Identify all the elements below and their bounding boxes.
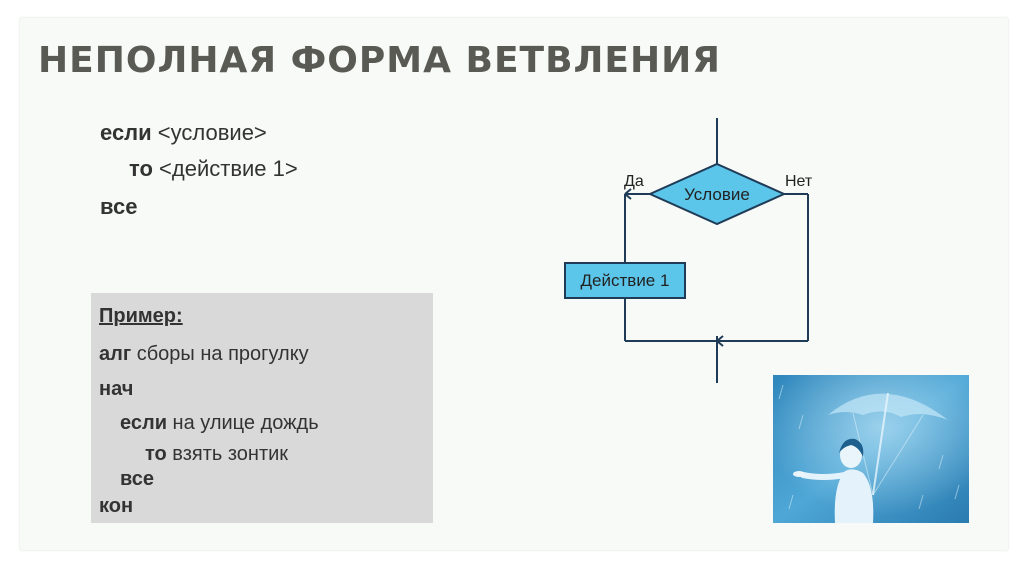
condition-label: Условие (684, 185, 750, 204)
example-text: на улице дождь (166, 412, 319, 434)
example-line-6: кон (99, 495, 133, 518)
syntax-text: <действие 1> (152, 156, 298, 181)
keyword: то (129, 156, 153, 181)
example-heading: Пример: (99, 305, 183, 327)
decision-diamond (647, 162, 787, 226)
no-label: Нет (785, 173, 813, 190)
example-line-3: если на улице дождь (120, 412, 319, 435)
example-line-2: нач (99, 378, 133, 401)
keyword: все (120, 468, 155, 490)
keyword: кон (99, 495, 134, 517)
syntax-line-1: если <условие> (100, 120, 267, 146)
merge-arrow-head (716, 335, 724, 347)
syntax-line-3: все (100, 194, 137, 220)
slide: НЕПОЛНАЯ ФОРМА ВЕТВЛЕНИЯ если <условие> … (20, 18, 1008, 550)
keyword: нач (99, 378, 134, 400)
keyword: если (100, 120, 152, 145)
keyword: алг (99, 343, 132, 365)
action-label: Действие 1 (581, 271, 670, 290)
flowchart: Условие Да Нет Действие 1 (564, 118, 813, 383)
example-box: Пример: алг сборы на прогулку нач если н… (91, 293, 433, 523)
keyword: все (100, 194, 138, 219)
yes-arrow-head (624, 188, 632, 200)
example-line-1: алг сборы на прогулку (99, 343, 309, 366)
slide-title: НЕПОЛНАЯ ФОРМА ВЕТВЛЕНИЯ (38, 40, 722, 81)
example-text: сборы на прогулку (131, 343, 309, 365)
example-text: взять зонтик (166, 443, 289, 465)
example-line-5: все (120, 468, 154, 491)
yes-label: Да (624, 173, 644, 190)
girl-with-umbrella-photo (773, 375, 969, 523)
syntax-text: <условие> (151, 120, 267, 145)
keyword: если (120, 412, 167, 434)
keyword: то (145, 443, 167, 465)
action-box (564, 262, 686, 299)
example-line-4: то взять зонтик (145, 443, 288, 466)
syntax-line-2: то <действие 1> (129, 156, 298, 182)
